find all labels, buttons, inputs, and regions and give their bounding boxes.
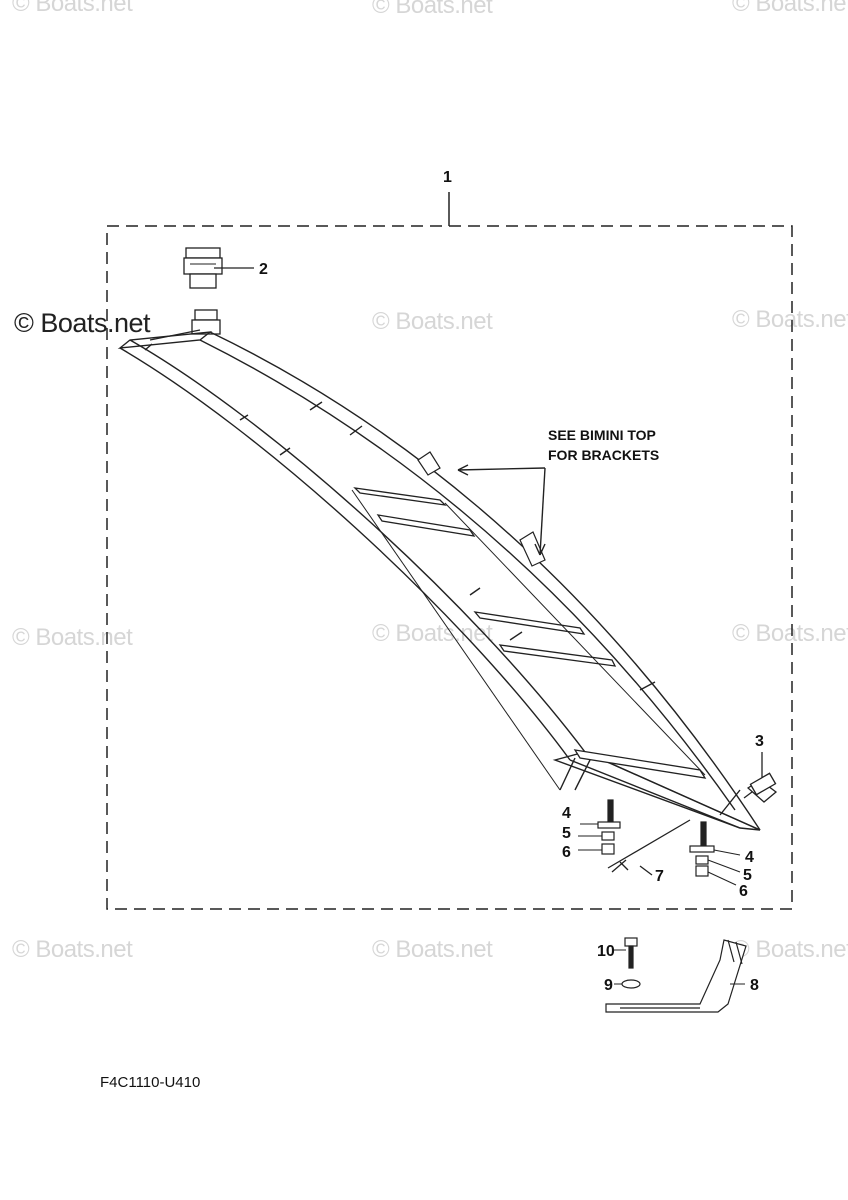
mounting-bracket-part [605, 939, 747, 1013]
note-arrows [457, 464, 546, 556]
tower-panel-edges [351, 489, 706, 791]
callout-8: 8 [750, 977, 759, 994]
bimini-bracket [417, 451, 546, 567]
callout-5-left: 5 [562, 825, 571, 842]
watermark: © Boats.net [372, 936, 493, 963]
bolt-part [624, 937, 638, 969]
callout-10: 10 [597, 943, 615, 960]
watermark: © Boats.net [12, 624, 133, 651]
watermark: © Boats.net [732, 0, 848, 17]
callout-7: 7 [655, 868, 664, 885]
diagram-code: F4C1110-U410 [100, 1074, 201, 1091]
callout-1: 1 [443, 169, 452, 186]
tower-slats [353, 487, 707, 779]
washer-part [621, 979, 641, 989]
right-hardware [689, 821, 715, 877]
note-line-2: FOR BRACKETS [548, 447, 659, 463]
watermark: © Boats.net [14, 308, 150, 338]
knob-part [743, 772, 778, 803]
callout-9: 9 [604, 977, 613, 994]
callout-4-right: 4 [745, 849, 754, 866]
watermark: © Boats.net [372, 308, 493, 335]
watermark: © Boats.net [732, 936, 848, 963]
callout-6-right: 6 [739, 883, 748, 900]
watermark: © Boats.net [732, 306, 848, 333]
callout-4-left: 4 [562, 805, 571, 822]
cable-part [607, 819, 691, 873]
callout-3: 3 [755, 733, 764, 750]
watermark: © Boats.net [12, 0, 133, 17]
note-line-1: SEE BIMINI TOP [548, 427, 656, 443]
callout-2: 2 [259, 261, 268, 278]
tower-cap-part [183, 247, 223, 289]
watermark: © Boats.net [372, 0, 493, 19]
callout-5-right: 5 [743, 867, 752, 884]
watermark: © Boats.net [732, 620, 848, 647]
left-hardware [597, 799, 621, 855]
watermark: © Boats.net [12, 936, 133, 963]
callout-leader-7 [639, 865, 653, 876]
callout-6-left: 6 [562, 844, 571, 861]
tower-frame [117, 329, 761, 831]
